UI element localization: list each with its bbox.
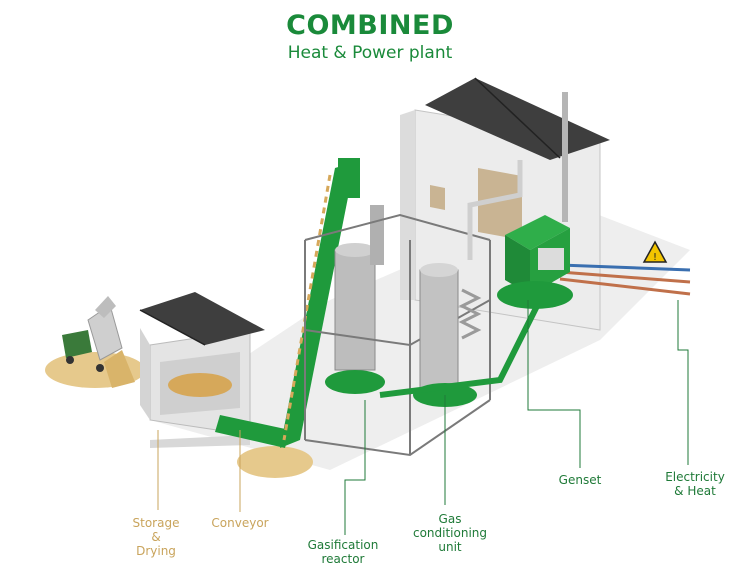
genset	[497, 215, 573, 309]
svg-text:!: !	[653, 252, 657, 263]
label-genset: Genset	[558, 473, 602, 487]
label-conveyor: Conveyor	[211, 516, 269, 530]
conveyor	[215, 158, 360, 448]
gasification-reactor	[325, 205, 385, 394]
label-gas-conditioning-unit: Gas conditioning unit	[412, 512, 488, 554]
truck	[62, 296, 135, 388]
pipes	[379, 160, 691, 398]
title-heat-power-plant: Heat & Power plant	[287, 43, 453, 63]
leader-lines	[157, 300, 689, 535]
high-voltage-warning-icon: !	[642, 240, 668, 263]
storage-building	[139, 292, 265, 448]
label-storage-drying: Storage & Drying	[132, 516, 180, 558]
label-gasification-reactor: Gasification reactor	[307, 538, 379, 566]
label-electricity-heat: Electricity & Heat	[665, 470, 725, 498]
title-combined: COMBINED	[286, 10, 454, 41]
steel-frame	[304, 213, 491, 457]
